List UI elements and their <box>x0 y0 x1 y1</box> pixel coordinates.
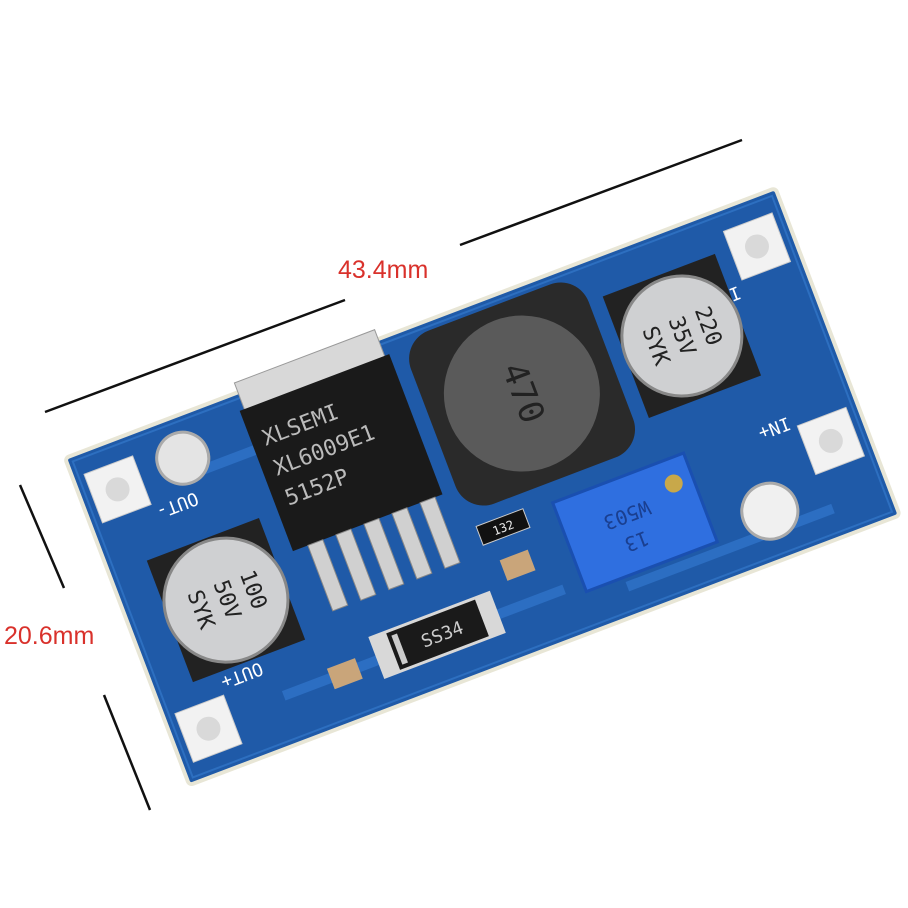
mounting-hole <box>740 481 800 541</box>
width-dimension-line-bottom <box>102 694 152 811</box>
smd-capacitor <box>499 549 536 581</box>
length-dimension-line-left <box>44 298 346 414</box>
potentiometer: 13 W503 <box>550 451 720 594</box>
mounting-hole <box>155 430 211 486</box>
ss34-diode: SS34 <box>368 590 506 680</box>
xl6009-ic: XLSEMI XL6009E1 5152P <box>233 329 461 612</box>
width-label: 20.6mm <box>4 622 95 650</box>
width-dimension-line-top <box>18 484 66 589</box>
inductor: 470 <box>409 282 636 506</box>
length-label: 43.4mm <box>338 256 429 284</box>
input-capacitor: 220 35V SYK <box>602 253 762 419</box>
smd-capacitor <box>326 658 363 690</box>
output-capacitor: 100 50V SYK <box>146 518 306 683</box>
resistor: 132 <box>475 508 531 546</box>
pcb-board: OUT- OUT+ IN- IN+ 100 50V SYK <box>64 187 901 787</box>
length-dimension-line-right <box>459 138 743 247</box>
